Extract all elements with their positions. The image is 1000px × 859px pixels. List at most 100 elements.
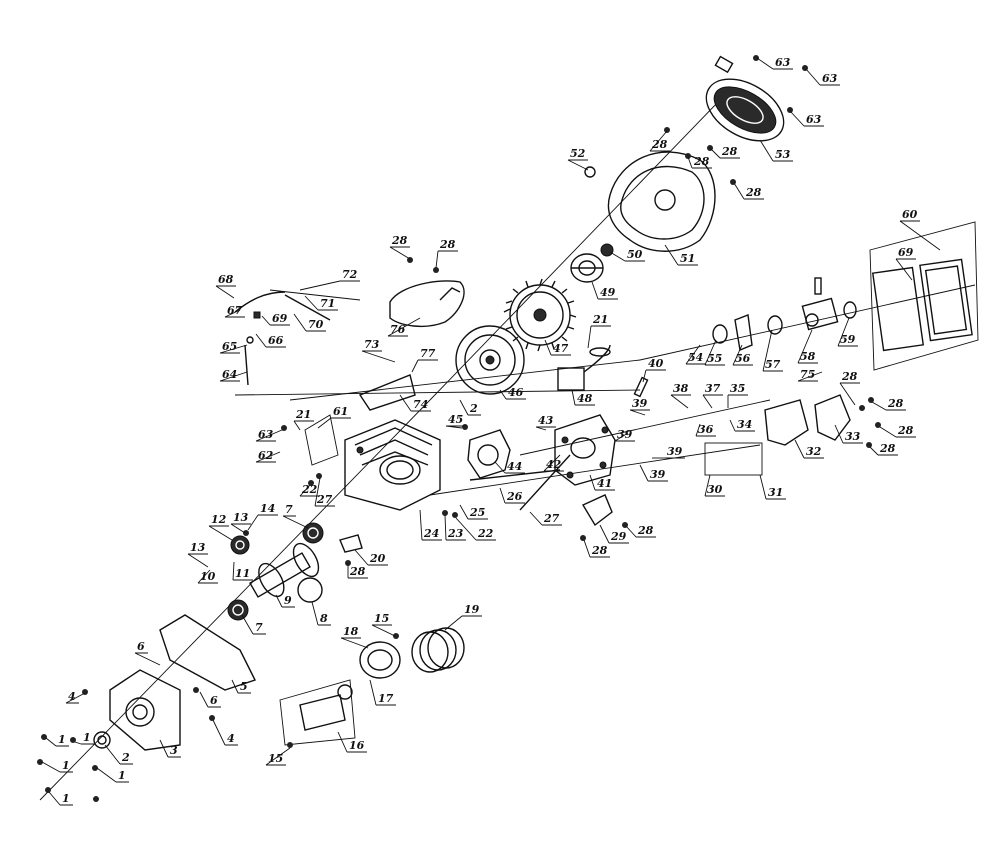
callout-leader — [494, 461, 506, 474]
callout-leader — [759, 139, 774, 162]
callout-number: 26 — [506, 490, 523, 503]
callout-number: 21 — [592, 313, 608, 326]
callout-number: 14 — [260, 502, 275, 515]
callout-leader — [261, 315, 271, 326]
callout-c37: 37 — [702, 382, 723, 409]
callout-number: 18 — [343, 625, 359, 638]
callout-c4a: 4 — [65, 690, 86, 704]
callout-number: 45 — [448, 413, 463, 426]
callout-leader — [232, 561, 235, 581]
callout-c56: 56 — [732, 344, 753, 366]
callout-c28g: 28 — [839, 370, 860, 406]
callout-number: 5 — [240, 680, 248, 693]
callout-c30: 30 — [704, 474, 725, 497]
callout-c28d: 28 — [733, 182, 764, 200]
callout-number: 39 — [632, 397, 648, 410]
callout-c18: 18 — [340, 625, 369, 649]
callout-leader — [187, 553, 209, 568]
callout-c27b: 27 — [529, 511, 562, 526]
callout-leader — [695, 423, 701, 437]
callout-c26: 26 — [499, 487, 525, 504]
callout-number: 69 — [898, 246, 914, 259]
callout-c2b: 2 — [104, 744, 133, 765]
callout-c27a: 27 — [314, 477, 335, 507]
callout-number: 29 — [610, 530, 627, 543]
screws — [37, 55, 881, 802]
callout-c66: 66 — [255, 333, 286, 348]
callout-c41: 41 — [589, 474, 615, 491]
callout-number: 48 — [577, 392, 593, 405]
callout-leader — [255, 333, 267, 348]
callout-number: 60 — [902, 208, 918, 221]
callout-number: 8 — [320, 612, 328, 625]
callout-c34: 34 — [729, 418, 755, 432]
callout-leader — [74, 741, 82, 745]
callout-leader — [762, 329, 773, 372]
callout-number: 15 — [374, 612, 389, 625]
callout-leader — [685, 344, 701, 365]
callout-c71: 71 — [304, 295, 338, 311]
callout-c60: 60 — [899, 208, 941, 251]
callout-c1d: 1 — [96, 767, 129, 783]
callout-leader — [444, 514, 447, 541]
callout-c49: 49 — [591, 281, 618, 300]
callout-number: 7 — [255, 621, 263, 634]
callout-leader — [543, 454, 561, 472]
crankcase-gasket-part — [159, 614, 256, 691]
callout-leader — [834, 424, 844, 444]
callout-leader — [794, 439, 805, 459]
callout-number: 13 — [190, 541, 206, 554]
callout-c19: 19 — [444, 603, 482, 631]
callout-leader — [704, 339, 717, 366]
callout-leader — [247, 514, 259, 531]
callout-number: 70 — [308, 318, 324, 331]
callout-c50: 50 — [609, 248, 645, 262]
starter-pulley-part — [570, 253, 604, 283]
callout-leader — [664, 244, 679, 266]
callout-leader — [609, 251, 626, 262]
callout-leader — [599, 524, 610, 544]
callout-c15b: 15 — [265, 747, 291, 766]
callout-leader — [702, 394, 713, 409]
callout-leader — [459, 399, 469, 416]
callout-c33: 33 — [834, 424, 863, 444]
callout-number: 28 — [439, 238, 456, 251]
throttle-cable-part — [234, 291, 286, 313]
callout-leader — [215, 285, 235, 299]
valve-cover-part — [814, 394, 851, 441]
callout-leader — [789, 110, 805, 127]
callout-leader — [41, 761, 61, 773]
callout-c39b: 39 — [614, 428, 635, 442]
callout-number: 58 — [800, 350, 816, 363]
callout-number: 10 — [200, 570, 216, 583]
callout-c6a: 6 — [134, 640, 161, 666]
callout-c12: 12 — [208, 513, 233, 541]
ignition-coil-part — [557, 344, 611, 391]
callout-c28k: 28 — [583, 539, 610, 558]
callout-leader — [544, 339, 552, 356]
callout-number: 7 — [285, 503, 293, 516]
callout-number: 28 — [651, 138, 668, 151]
callout-c63b: 63 — [805, 68, 840, 86]
callout-leader — [411, 359, 419, 373]
callout-c28l: 28 — [625, 524, 656, 538]
callout-leader — [45, 737, 57, 747]
callout-c76: 76 — [387, 317, 421, 337]
callout-c54: 54 — [685, 344, 706, 365]
callout-number: 71 — [320, 297, 335, 310]
callout-leader — [869, 446, 879, 456]
callout-number: 38 — [673, 382, 689, 395]
callout-leader — [839, 382, 856, 406]
callout-number: 63 — [822, 72, 838, 85]
air-filter-part — [869, 221, 979, 371]
callout-number: 19 — [464, 603, 480, 616]
callout-number: 31 — [768, 486, 783, 499]
callout-number: 55 — [707, 352, 722, 365]
callout-c21b: 21 — [293, 408, 314, 431]
callout-leader — [797, 329, 813, 364]
callout-number: 37 — [705, 382, 721, 395]
callout-c36: 36 — [695, 423, 716, 437]
callout-c35: 35 — [727, 382, 748, 408]
callout-leader — [212, 719, 226, 746]
